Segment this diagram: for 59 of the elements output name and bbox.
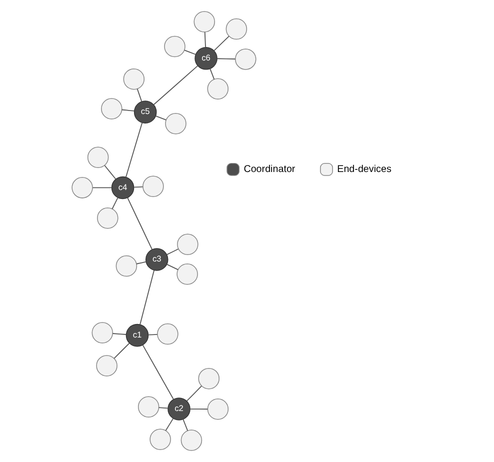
connector: [166, 248, 178, 256]
node-circle: [156, 323, 178, 345]
connector: [152, 65, 198, 106]
connector: [139, 270, 154, 325]
node-circle: c6: [194, 46, 217, 70]
connector: [125, 122, 142, 178]
connector: [164, 418, 174, 431]
legend-label: Coordinator: [243, 164, 295, 176]
connector: [184, 50, 196, 55]
connector: [142, 344, 174, 400]
node-circle: [122, 68, 144, 90]
connector: [148, 334, 158, 336]
connector: [204, 32, 206, 48]
connector: [120, 109, 134, 112]
connector: [216, 58, 236, 60]
connector: [158, 407, 168, 409]
node-circle: [164, 36, 185, 58]
node-circle: [176, 264, 198, 285]
node-circle: [234, 48, 256, 70]
node-circle: [137, 396, 159, 418]
node-circle: [198, 368, 219, 390]
connector: [182, 418, 188, 431]
node-circle: [180, 430, 202, 451]
connector: [136, 261, 146, 264]
node-circle: [142, 176, 164, 197]
node-circle: [91, 322, 113, 344]
connector: [166, 264, 178, 270]
node-circle: c3: [144, 248, 168, 271]
node-circle: [96, 207, 118, 229]
node-circle: [100, 98, 122, 120]
node-circle: [86, 146, 108, 168]
node-circle: [164, 112, 186, 134]
node-circle: c4: [110, 176, 134, 200]
node-circle: [193, 11, 215, 32]
connector: [136, 88, 142, 102]
node-circle: c1: [125, 324, 148, 347]
node-circle: c5: [133, 100, 156, 124]
legend-label: End-devices: [336, 164, 391, 176]
connector: [155, 116, 166, 120]
connector: [112, 333, 126, 335]
connector: [113, 342, 130, 359]
connector: [92, 187, 112, 188]
node-circle: [96, 355, 117, 376]
node-circle: [149, 428, 170, 450]
connector: [133, 186, 143, 188]
connector: [209, 68, 214, 80]
connector: [104, 165, 116, 180]
node-circle: c2: [167, 398, 190, 420]
node-circle: [115, 255, 137, 277]
connector: [213, 36, 229, 52]
connector: [186, 386, 202, 402]
connector: [126, 197, 152, 250]
connector: [189, 408, 208, 410]
node-circle: [206, 398, 228, 420]
node-circle: [206, 78, 228, 100]
node-circle: [176, 234, 198, 256]
connector: [111, 197, 118, 210]
node-circle: [225, 18, 247, 40]
node-circle: [71, 177, 92, 198]
